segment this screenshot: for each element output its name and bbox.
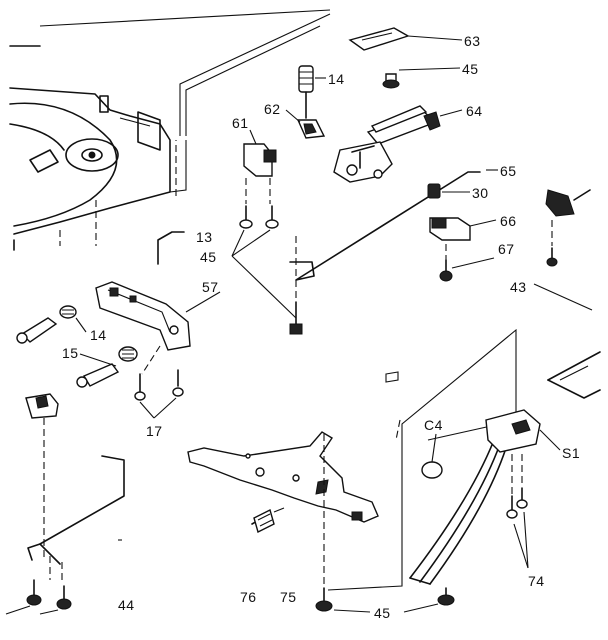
label-57: 57 (202, 279, 219, 295)
screw-45-top (382, 67, 461, 89)
screws-45-bottom (315, 587, 455, 613)
spring-30 (427, 183, 470, 199)
part-44-lever (27, 455, 125, 584)
label-15: 15 (62, 345, 79, 361)
label-30: 30 (472, 185, 489, 201)
part-64-arm (333, 105, 463, 183)
label-75: 75 (280, 589, 297, 605)
part-15-plunger (76, 346, 138, 388)
label-s1: S1 (562, 445, 580, 461)
label-63: 63 (464, 33, 481, 49)
label-44: 44 (118, 597, 135, 613)
screws-17 (134, 345, 184, 419)
label-c4: C4 (424, 417, 443, 433)
switch-s1 (485, 409, 561, 453)
turntable-chassis (9, 45, 171, 251)
label-14-left: 14 (90, 327, 107, 343)
label-45-bottom: 45 (374, 605, 391, 621)
right-panel (385, 351, 601, 399)
label-62: 62 (264, 101, 281, 117)
screws-bottom-left (5, 579, 72, 615)
spring-76 (251, 507, 285, 534)
label-14-top: 14 (328, 71, 345, 87)
part-75-plate (187, 431, 379, 590)
label-17: 17 (146, 423, 163, 439)
capacitor-c4 (421, 433, 443, 479)
part-66-block (429, 217, 497, 241)
part-57-bracket (95, 281, 221, 351)
part-61-switch (243, 129, 277, 204)
spring-14-left (16, 305, 87, 344)
screw-67 (439, 244, 495, 282)
cable-assembly (327, 328, 517, 591)
label-61: 61 (232, 115, 249, 131)
label-45-top: 45 (462, 61, 479, 77)
chassis-guide-lines (39, 9, 331, 246)
label-13: 13 (196, 229, 213, 245)
part-65-link (289, 169, 498, 281)
label-74: 74 (528, 573, 545, 589)
spring-14-top (298, 65, 326, 119)
part-63-plate (348, 27, 463, 51)
left-bracket (25, 393, 59, 560)
screws-74 (506, 454, 529, 569)
label-76: 76 (240, 589, 257, 605)
label-43: 43 (510, 279, 527, 295)
label-45-middle: 45 (200, 249, 217, 265)
label-67: 67 (498, 241, 515, 257)
part-43-knob (533, 189, 593, 311)
label-66: 66 (500, 213, 517, 229)
label-65: 65 (500, 163, 517, 179)
label-64: 64 (466, 103, 483, 119)
part-13-wire (157, 231, 185, 265)
part-labels: 63 45 14 62 64 61 65 30 13 66 45 67 57 4… (62, 33, 580, 621)
part-62-cam (285, 109, 326, 139)
screws-45-middle (231, 205, 297, 319)
screw-45-center (289, 236, 303, 335)
